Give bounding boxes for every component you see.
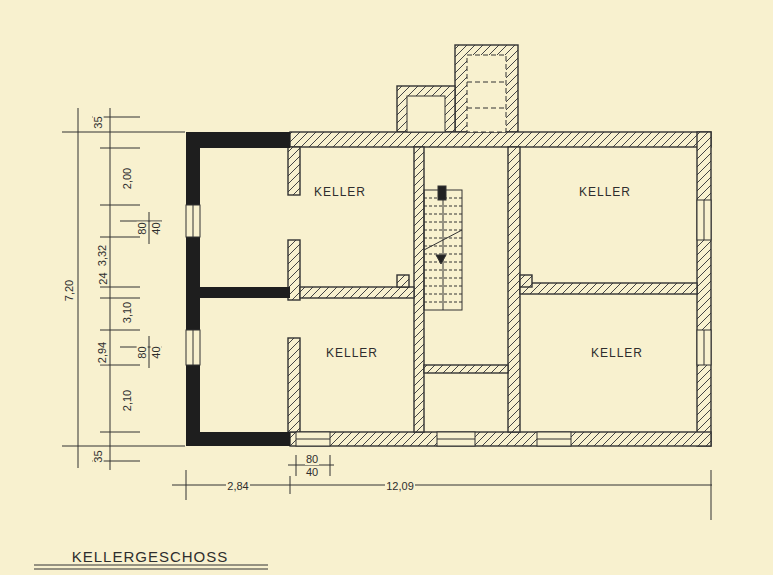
dimension-label: 80 [305,454,319,465]
dimension-label: 3,32 [97,243,108,266]
drawing-title: KELLERGESCHOSS [71,549,230,564]
dimension-label: 2,84 [226,481,249,492]
room-label: KELLER [578,186,632,198]
dimension-label: 7,20 [64,278,75,301]
room-label: KELLER [590,347,644,359]
dimension-label: 40 [305,467,319,478]
dimension-label: 2,10 [122,388,133,411]
dimension-label: 2,00 [122,166,133,189]
dimension-label: 40 [151,221,162,235]
dimension-label: 24 [98,271,109,285]
dimension-label: 35 [93,115,104,129]
dimension-label: 35 [93,449,104,463]
room-label: KELLER [313,186,367,198]
dimension-label: 80 [137,221,148,235]
dimension-label: 40 [151,345,162,359]
dimension-label: 3,10 [122,300,133,323]
room-label: KELLER [325,347,379,359]
dimension-label: 12,09 [385,481,415,492]
dimension-label: 2,94 [97,340,108,363]
dimension-label: 80 [137,345,148,359]
